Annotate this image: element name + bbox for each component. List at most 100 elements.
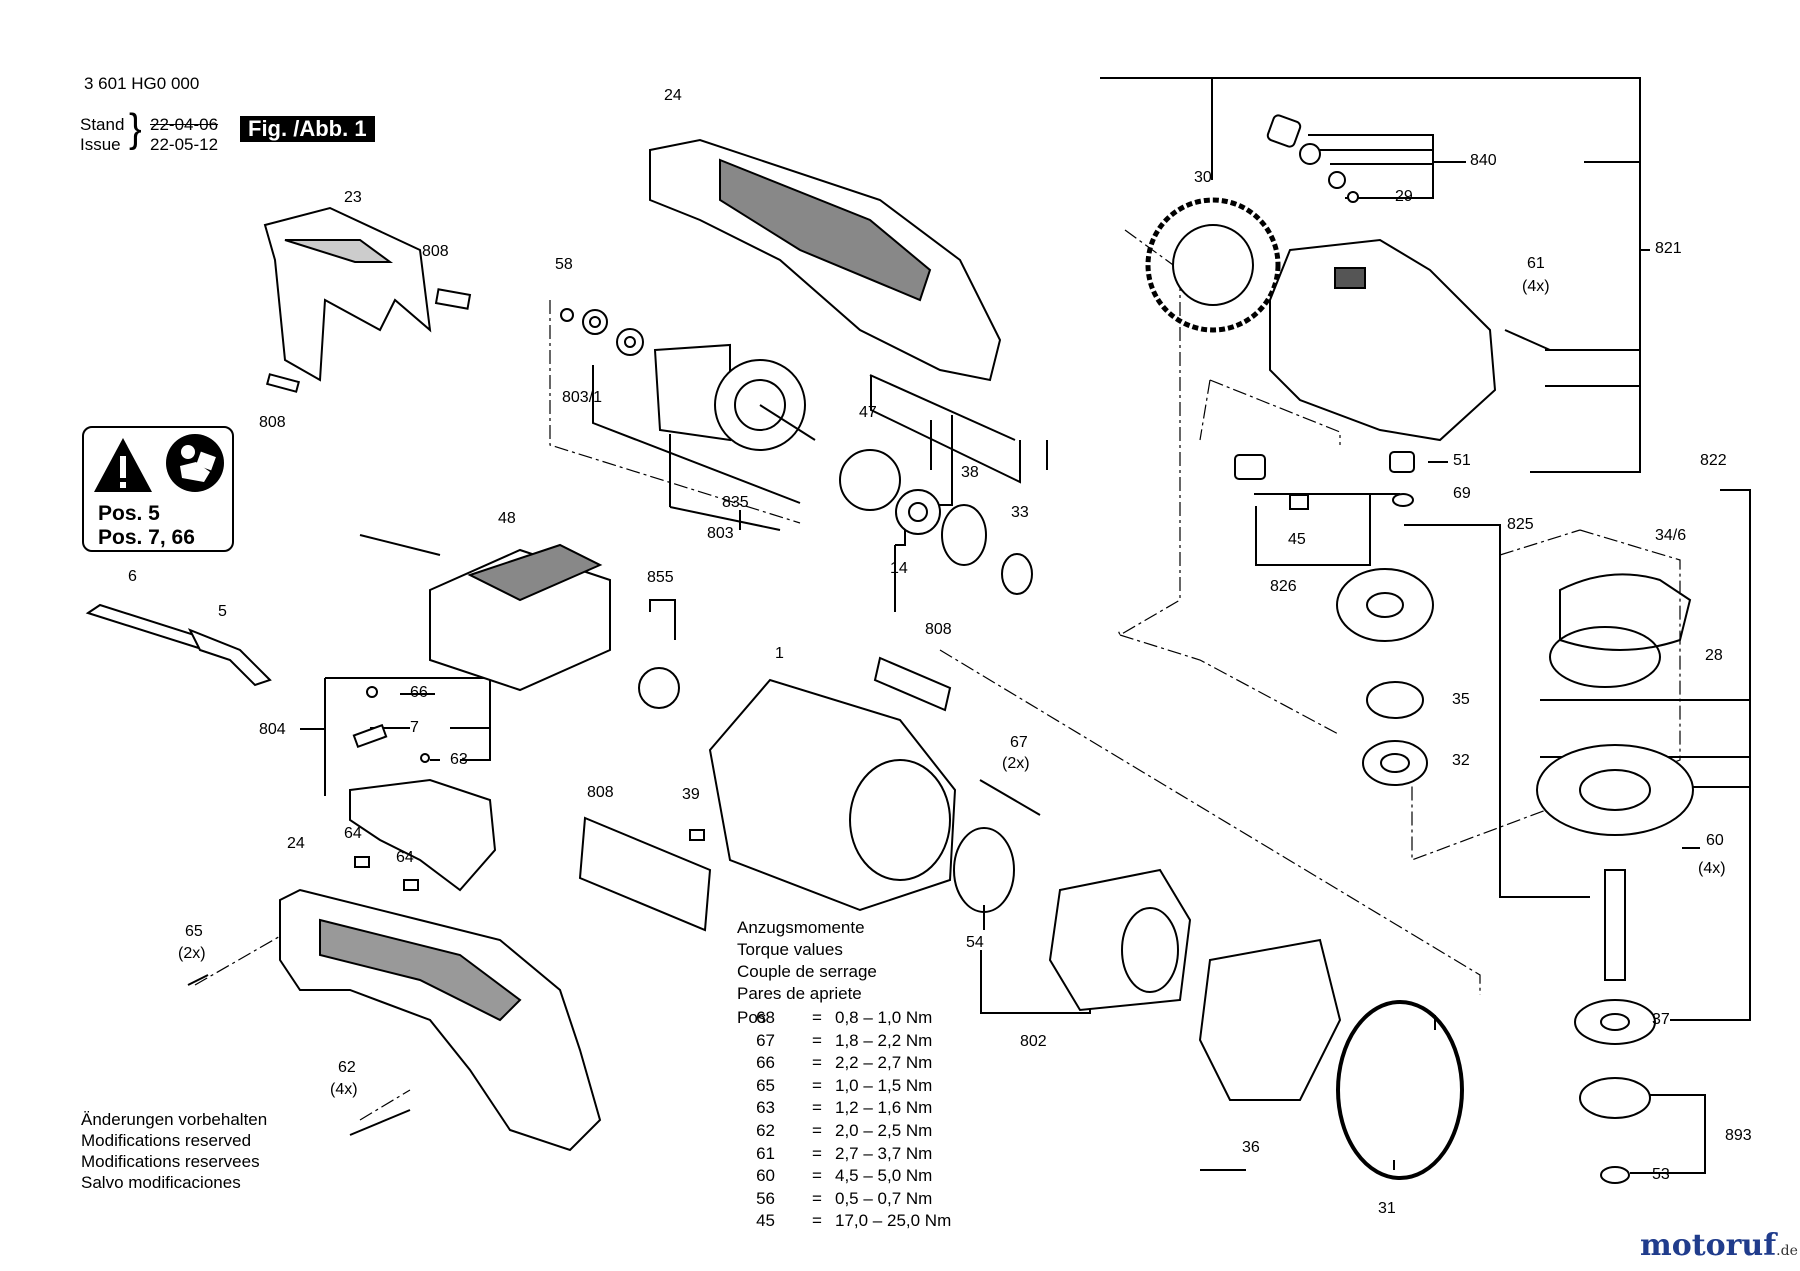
torque-row-value: 1,2 – 1,6 Nm (835, 1098, 933, 1118)
callout-66: 66 (410, 684, 428, 701)
bracket-822 (1710, 489, 1751, 1021)
callout-825: 825 (1507, 516, 1534, 533)
torque-row-value: 0,5 – 0,7 Nm (835, 1188, 933, 1208)
issue-date: 22-05-12 (150, 135, 219, 154)
callout-61-qty: (4x) (1522, 278, 1550, 295)
torque-row-value: 1,0 – 1,5 Nm (835, 1075, 933, 1095)
note-de: Änderungen vorbehalten (81, 1110, 268, 1129)
torque-row-eq: = (812, 1166, 822, 1186)
callout-48: 48 (498, 510, 516, 527)
callout-893: 893 (1725, 1127, 1752, 1144)
callout-822: 822 (1700, 452, 1727, 469)
torque-row-eq: = (812, 1053, 822, 1073)
torque-row-eq: = (812, 1188, 822, 1208)
part-835-armature (653, 343, 731, 442)
torque-values-table: Anzugsmomente Torque values Couple de se… (737, 918, 951, 1230)
part-31-ring (1336, 1000, 1464, 1180)
watermark-logo: motoruf.de (1640, 1228, 1798, 1263)
part-821-gearhead (1269, 238, 1497, 442)
callout-69: 69 (1453, 485, 1471, 502)
callout-38: 38 (961, 464, 979, 481)
part-5-tool (187, 628, 272, 687)
read-manual-icon (166, 434, 224, 492)
torque-row-pos: 66 (756, 1053, 775, 1073)
torque-row-pos: 56 (756, 1188, 775, 1208)
issue-label: Issue (80, 135, 121, 154)
torque-row-value: 1,8 – 2,2 Nm (835, 1030, 933, 1050)
part-number: 3 601 HG0 000 (84, 74, 200, 93)
bracket-893 (1625, 1094, 1706, 1174)
part-1-motor-housing (708, 678, 957, 912)
callout-51: 51 (1453, 452, 1471, 469)
callout-60-qty: (4x) (1698, 860, 1726, 877)
warning-pos-line2: Pos. 7, 66 (98, 526, 195, 549)
stand-label: Stand (80, 115, 125, 134)
part-36-ring (1198, 938, 1342, 1101)
torque-row-value: 4,5 – 5,0 Nm (835, 1166, 933, 1186)
watermark-suffix: .de (1776, 1243, 1798, 1259)
part-23-cover (263, 206, 432, 382)
parts-group (85, 114, 1700, 1184)
callout-65: 65 (185, 923, 203, 940)
callout-60: 60 (1706, 832, 1724, 849)
callout-803-1: 803/1 (562, 389, 603, 406)
callout-28: 28 (1705, 647, 1723, 664)
torque-row-eq: = (812, 1075, 822, 1095)
callout-35: 35 (1452, 691, 1470, 708)
part-30-fan (1145, 197, 1281, 333)
torque-row-eq: = (812, 1008, 822, 1027)
part-6-tool (85, 603, 212, 652)
callout-32: 32 (1452, 752, 1470, 769)
callout-821: 821 (1655, 240, 1682, 257)
torque-row-eq: = (812, 1098, 822, 1118)
torque-row-eq: = (812, 1143, 822, 1163)
callout-47: 47 (859, 404, 877, 421)
torque-row-pos: 65 (756, 1075, 775, 1095)
torque-row-eq: = (812, 1030, 822, 1050)
torque-row-eq: = (812, 1121, 822, 1140)
callout-1: 1 (775, 645, 784, 662)
callout-54: 54 (966, 934, 984, 951)
callout-62-qty: (4x) (330, 1081, 358, 1098)
callout-835: 835 (722, 494, 749, 511)
callout-64-a: 64 (344, 825, 362, 842)
callout-36: 36 (1242, 1139, 1260, 1156)
modification-notes: Änderungen vorbehalten Modifications res… (81, 1110, 267, 1194)
brace-glyph: } (129, 106, 142, 152)
torque-row-value: 17,0 – 25,0 Nm (835, 1211, 952, 1231)
callout-24-top: 24 (664, 87, 682, 104)
torque-row-value: 2,7 – 3,7 Nm (835, 1143, 933, 1163)
callout-61: 61 (1527, 255, 1545, 272)
torque-row-value: 2,0 – 2,5 Nm (835, 1121, 933, 1140)
torque-row-pos: 45 (756, 1211, 775, 1231)
callout-63: 63 (450, 751, 468, 768)
callout-24-bottom: 24 (287, 835, 305, 852)
part-48-module (429, 548, 611, 692)
torque-heading-en: Torque values (737, 940, 843, 959)
torque-heading-de: Anzugsmomente (737, 918, 865, 937)
callout-64-b: 64 (396, 849, 414, 866)
note-en: Modifications reserved (81, 1131, 252, 1150)
warning-pos-line1: Pos. 5 (98, 502, 160, 525)
note-es: Salvo modificaciones (81, 1173, 241, 1192)
torque-heading-fr: Couple de serrage (737, 962, 877, 981)
torque-row-value: 0,8 – 1,0 Nm (835, 1008, 933, 1027)
torque-row-pos: 63 (756, 1098, 775, 1118)
bracket-803 (669, 506, 781, 531)
watermark-name: motoruf (1640, 1228, 1777, 1263)
torque-row-pos: 61 (756, 1143, 775, 1163)
callout-804: 804 (259, 721, 286, 738)
callout-53: 53 (1652, 1166, 1670, 1183)
torque-row-value: 2,2 – 2,7 Nm (835, 1053, 933, 1073)
stand-date: 22-04-06 (150, 115, 219, 134)
callout-802: 802 (1020, 1033, 1047, 1050)
part-804-switch (349, 778, 497, 892)
torque-row-pos: 62 (756, 1121, 775, 1140)
callout-65-qty: (2x) (178, 945, 206, 962)
torque-row-eq: = (812, 1211, 822, 1231)
bracket-840 (1308, 134, 1434, 199)
callout-33: 33 (1011, 504, 1029, 521)
torque-row-pos: 67 (756, 1030, 775, 1050)
callout-808-c: 808 (925, 621, 952, 638)
callout-808-a: 808 (422, 243, 449, 260)
